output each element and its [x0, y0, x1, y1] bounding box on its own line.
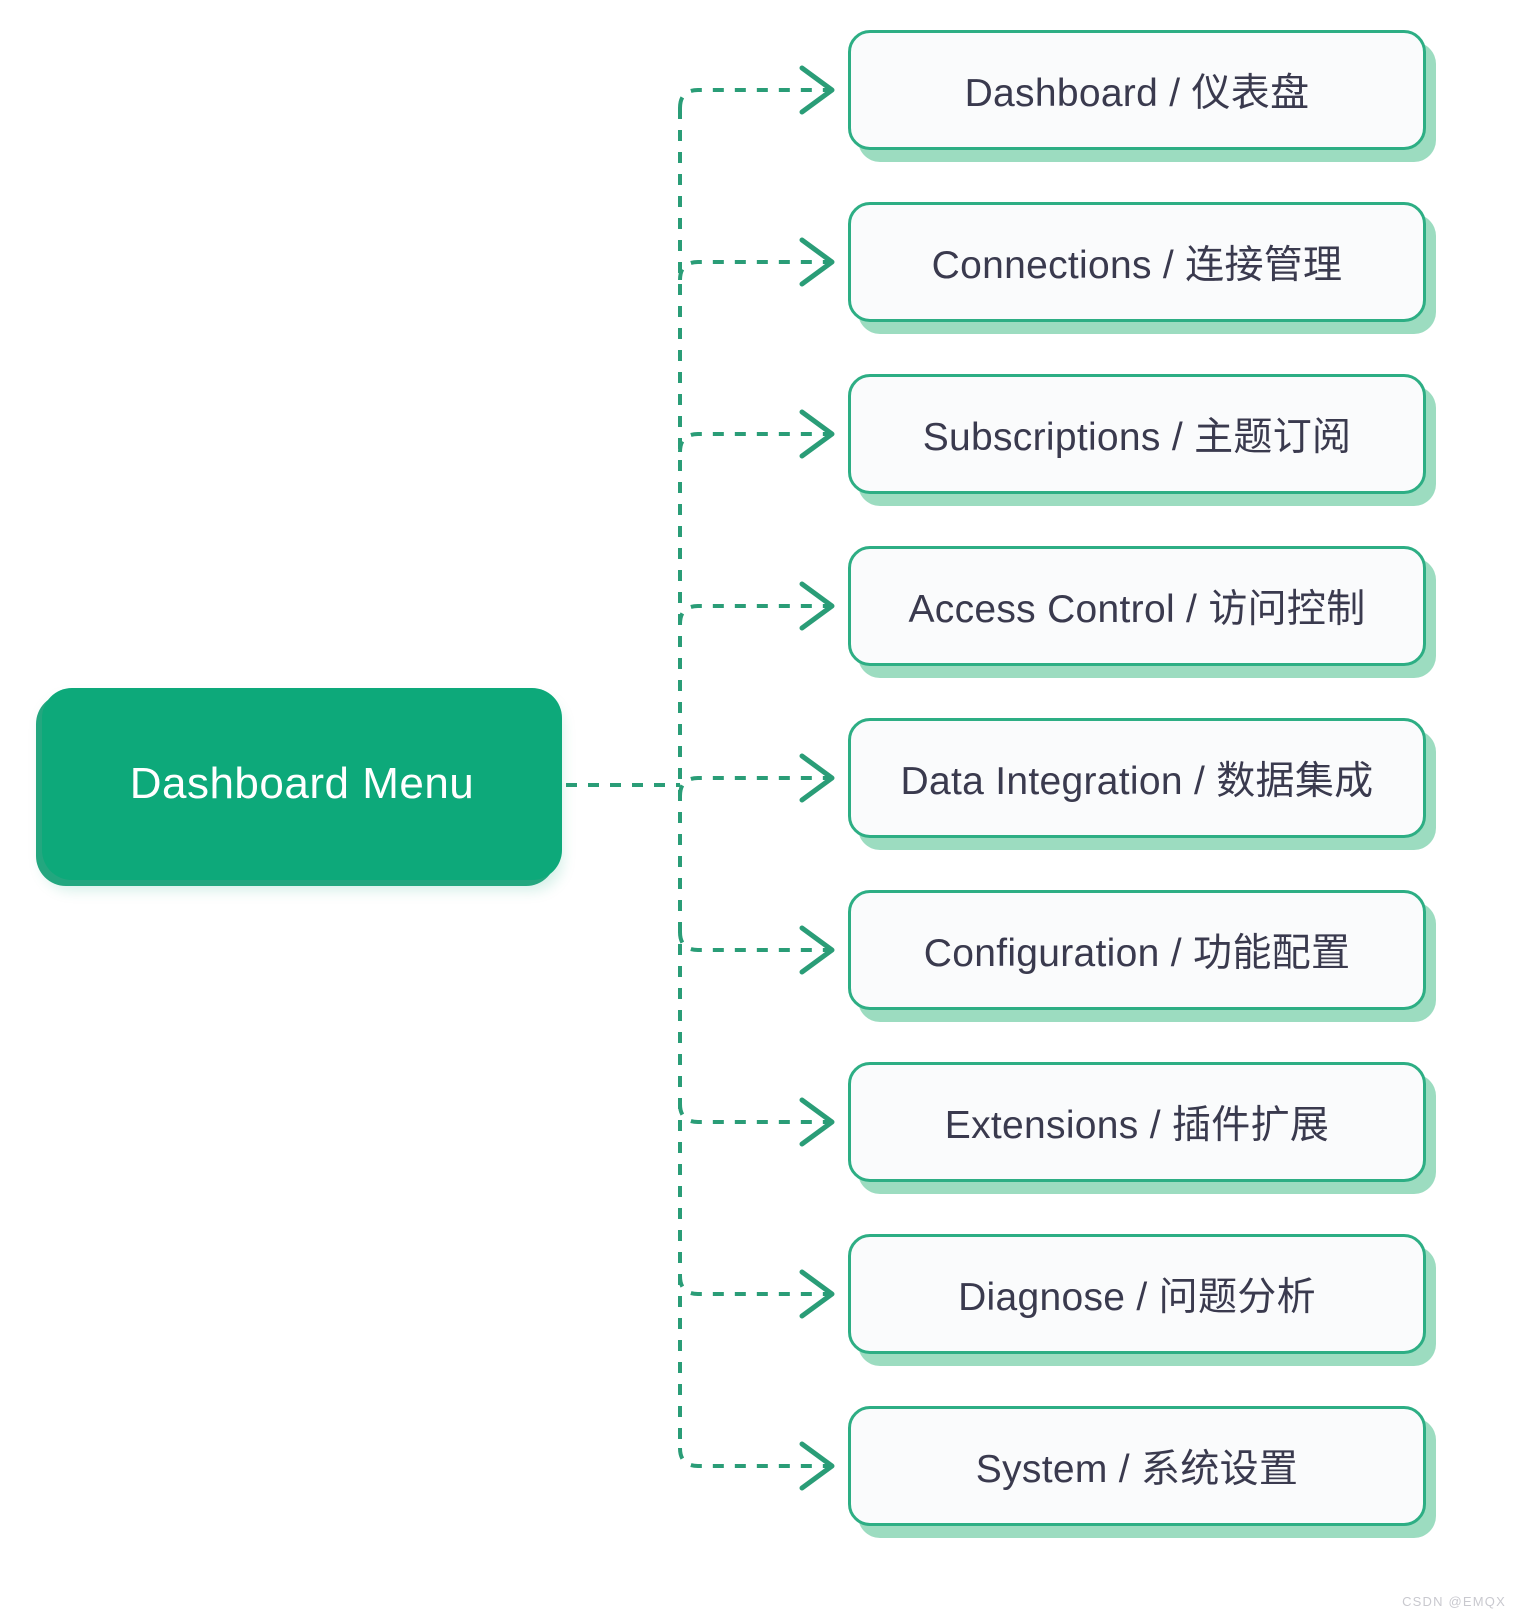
menu-node-label: Extensions / 插件扩展 [944, 1104, 1330, 1147]
connector-line [678, 1447, 828, 1468]
connector-line [678, 604, 828, 625]
menu-node-label: Access Control / 访问控制 [908, 588, 1366, 631]
menu-node-label: Subscriptions / 主题订阅 [922, 416, 1352, 459]
arrowhead-icon [799, 1441, 835, 1491]
menu-node-label: Configuration / 功能配置 [923, 932, 1351, 975]
menu-node[interactable]: Subscriptions / 主题订阅 [848, 374, 1426, 494]
arrowhead-icon [799, 581, 835, 631]
arrowhead-icon [799, 237, 835, 287]
menu-node[interactable]: System / 系统设置 [848, 1406, 1426, 1526]
menu-node[interactable]: Diagnose / 问题分析 [848, 1234, 1426, 1354]
arrowhead-icon [799, 753, 835, 803]
arrowhead-icon [799, 1269, 835, 1319]
arrowhead-icon [799, 1097, 835, 1147]
connector-line [678, 260, 828, 281]
menu-node-label: System / 系统设置 [975, 1448, 1299, 1491]
arrowhead-icon [799, 925, 835, 975]
menu-node-label: Diagnose / 问题分析 [958, 1276, 1316, 1319]
connector-line [678, 88, 828, 109]
root-node-label: Dashboard Menu [129, 759, 475, 808]
menu-node-label: Dashboard / 仪表盘 [964, 72, 1310, 115]
watermark: CSDN @EMQX [1402, 1594, 1506, 1609]
connector-line [678, 432, 828, 453]
menu-node[interactable]: Extensions / 插件扩展 [848, 1062, 1426, 1182]
menu-node[interactable]: Data Integration / 数据集成 [848, 718, 1426, 838]
connector-line [678, 776, 828, 797]
arrowhead-icon [799, 65, 835, 115]
menu-node-label: Connections / 连接管理 [931, 244, 1343, 287]
connector-line [678, 1103, 828, 1124]
menu-node[interactable]: Configuration / 功能配置 [848, 890, 1426, 1010]
menu-node[interactable]: Connections / 连接管理 [848, 202, 1426, 322]
connector-line [678, 931, 828, 952]
menu-node-label: Data Integration / 数据集成 [900, 760, 1374, 803]
root-node-dashboard-menu[interactable]: Dashboard Menu [42, 688, 562, 880]
menu-node[interactable]: Dashboard / 仪表盘 [848, 30, 1426, 150]
menu-node[interactable]: Access Control / 访问控制 [848, 546, 1426, 666]
arrowhead-icon [799, 409, 835, 459]
connector-line [678, 1275, 828, 1296]
